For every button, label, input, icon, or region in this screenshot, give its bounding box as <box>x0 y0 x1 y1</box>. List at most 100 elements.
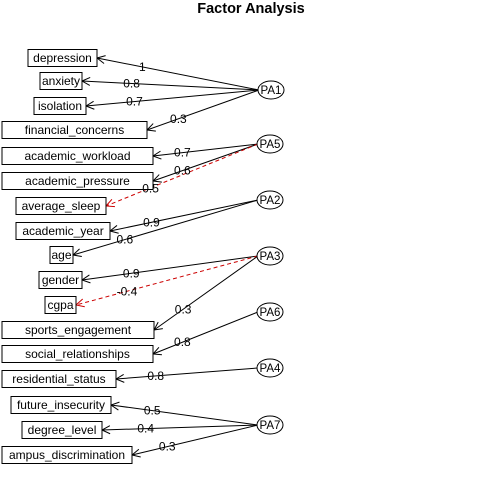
loading-edge-pa7-degree-level <box>102 424 259 430</box>
variable-box-frame <box>1 446 133 464</box>
loading-edge-pa6-social-relationships <box>153 311 259 354</box>
loading-label: 0.8 <box>174 335 191 349</box>
loading-edge-pa3-gender <box>82 255 259 280</box>
factor-node-pa3: PA3 <box>256 246 284 266</box>
variable-box-frame <box>1 321 155 339</box>
variable-box-frame <box>27 49 98 67</box>
variable-label: ampus_discrimination <box>9 448 125 462</box>
variable-box-frame <box>44 296 77 314</box>
variable-label: sports_engagement <box>25 323 132 337</box>
loading-edge-pa2-age <box>73 199 259 255</box>
factor-node-pa6: PA6 <box>256 302 284 322</box>
variable-label: gender <box>42 273 79 287</box>
variable-box-frame <box>1 345 154 363</box>
variable-label: depression <box>33 51 92 65</box>
loading-edge-pa2-academic-year <box>110 199 259 231</box>
variable-box-frame <box>39 72 83 90</box>
factor-label: PA3 <box>260 251 281 263</box>
loading-label: 0.3 <box>159 440 176 454</box>
variable-label: future_insecurity <box>17 398 105 412</box>
variable-box-frame <box>10 396 112 414</box>
loading-edge-pa1-depression <box>97 58 260 91</box>
factor-node-ellipse <box>256 415 284 435</box>
variable-label: isolation <box>38 99 82 113</box>
variable-box-frame <box>33 97 87 115</box>
loading-labels: 1 0.8 0.7 0.3 0.7 0.6 -0.5 0.9 0.6 0.9 -0.4 0.3 0.8 0… <box>116 60 191 454</box>
loading-edge-pa7-campus-discrimination <box>132 424 259 455</box>
factor-label: PA4 <box>260 363 281 375</box>
factor-node-ellipse <box>256 358 284 378</box>
loading-edge-pa1-financial-concerns <box>147 89 260 130</box>
factor-label: PA2 <box>260 195 281 207</box>
loading-label: 0.4 <box>137 422 154 436</box>
loading-label: 0.8 <box>123 77 140 91</box>
loading-label: 0.8 <box>147 369 164 383</box>
variable-label: academic_pressure <box>25 174 130 188</box>
factor-node-ellipse <box>256 246 284 266</box>
loading-label: 0.7 <box>126 95 143 109</box>
factor-node-pa5: PA5 <box>256 134 284 154</box>
factor-node-pa7: PA7 <box>256 415 284 435</box>
factor-node-pa1: PA1 <box>257 80 285 100</box>
factor-node-ellipse <box>256 134 284 154</box>
variable-box-financial-concerns: financial_concerns <box>1 121 148 139</box>
variable-box-social-relationships: social_relationships <box>1 345 154 363</box>
factor-label: PA1 <box>261 85 282 97</box>
loading-label: 0.6 <box>174 164 191 178</box>
variable-box-isolation: isolation <box>33 97 87 115</box>
variable-box-cgpa: cgpa <box>44 296 77 314</box>
factor-node-ellipse <box>257 80 285 100</box>
loading-edge-pa3-sports-engagement <box>154 255 259 330</box>
loading-edge-pa1-anxiety <box>82 81 260 91</box>
loading-label: 0.6 <box>116 233 133 247</box>
loading-label: -0.5 <box>138 182 159 196</box>
loading-edge-pa5-academic-pressure <box>153 143 259 181</box>
factor-node-pa2: PA2 <box>256 190 284 210</box>
loading-label: 0.9 <box>143 215 160 229</box>
loading-label: 1 <box>139 60 146 74</box>
factor-node-ellipse <box>256 302 284 322</box>
variable-box-frame <box>49 246 74 264</box>
variable-box-frame <box>1 370 117 388</box>
variable-label: academic_workload <box>24 149 130 163</box>
loading-edge-pa3-cgpa <box>76 255 259 305</box>
variable-boxes: depression anxiety isolation financial_conc… <box>1 49 155 464</box>
variable-label: social_relationships <box>25 347 130 361</box>
variable-box-frame <box>15 197 107 215</box>
variable-box-anxiety: anxiety <box>39 72 83 90</box>
loading-label: 0.7 <box>174 146 191 160</box>
loading-label: 0.9 <box>123 266 140 280</box>
variable-label: anxiety <box>42 74 80 88</box>
variable-box-age: age <box>49 246 74 264</box>
factor-label: PA5 <box>260 139 281 151</box>
variable-label: academic_year <box>22 224 103 238</box>
variable-box-frame <box>1 147 154 165</box>
variable-box-average-sleep: average_sleep <box>15 197 107 215</box>
variable-label: age <box>51 248 71 262</box>
variable-label: financial_concerns <box>25 123 124 137</box>
loading-edge-pa4-residential-status <box>116 367 259 379</box>
variable-label: residential_status <box>12 372 105 386</box>
variable-box-frame <box>38 271 83 289</box>
variable-box-residential-status: residential_status <box>1 370 117 388</box>
factor-node-pa4: PA4 <box>256 358 284 378</box>
variable-box-academic-workload: academic_workload <box>1 147 154 165</box>
variable-label: average_sleep <box>22 199 101 213</box>
loading-label: -0.4 <box>117 284 138 298</box>
variable-box-depression: depression <box>27 49 98 67</box>
variable-box-frame <box>15 222 111 240</box>
loading-edge-pa7-future-insecurity <box>111 405 259 426</box>
variable-box-academic-pressure: academic_pressure <box>1 172 154 190</box>
loading-edge-pa5-academic-workload <box>153 143 259 156</box>
variable-label: cgpa <box>47 298 73 312</box>
variable-box-frame <box>21 421 103 439</box>
variable-box-future-insecurity: future_insecurity <box>10 396 112 414</box>
loading-label: 0.3 <box>170 112 187 126</box>
variable-box-sports-engagement: sports_engagement <box>1 321 155 339</box>
factor-node-ellipse <box>256 190 284 210</box>
factor-label: PA7 <box>260 420 281 432</box>
loading-edge-pa5-average-sleep <box>106 143 259 206</box>
loading-edges <box>73 58 260 455</box>
